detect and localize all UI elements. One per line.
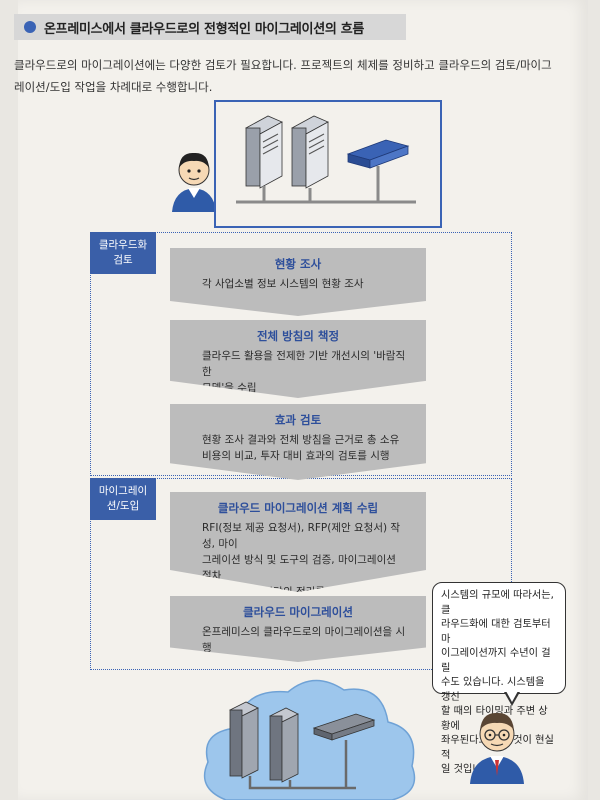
step-description: 각 사업소별 정보 시스템의 현황 조사 bbox=[202, 276, 406, 292]
on-premise-illustration bbox=[214, 100, 442, 228]
step-description: 현황 조사 결과와 전체 방침을 근거로 총 소유 비용의 비교, 투자 대비 … bbox=[202, 432, 406, 464]
step-desc-line: RFI(정보 제공 요청서), RFP(제안 요청서) 작성, 마이 bbox=[202, 522, 401, 550]
step-desc-line: 온프레미스의 클라우드로의 마이그레이션을 시행 bbox=[202, 626, 406, 654]
server-icon bbox=[229, 701, 259, 779]
server-icon bbox=[245, 115, 283, 189]
bubble-line: 할 때의 타이밍과 주변 상황에 bbox=[441, 706, 548, 732]
step-description: 온프레미스의 클라우드로의 마이그레이션을 시행 bbox=[202, 624, 406, 656]
speech-bubble: 시스템의 규모에 따라서는, 클 라우드화에 대한 검토부터 마 이그레이션까지… bbox=[432, 582, 566, 775]
section-tag-review: 클라우드화 검토 bbox=[90, 232, 156, 274]
bubble-line: 수도 있습니다. 시스템을 갱신 bbox=[441, 677, 545, 703]
step-title: 클라우드 마이그레이션 bbox=[243, 605, 353, 619]
tag-line: 마이그레이 bbox=[98, 485, 148, 497]
step-arrow: 효과 검토 현황 조사 결과와 전체 방침을 근거로 총 소유 비용의 비교, … bbox=[170, 404, 426, 480]
section-tag-migration: 마이그레이 션/도입 bbox=[90, 478, 156, 520]
server-group bbox=[236, 115, 416, 204]
bubble-line: 시스템의 규모에 따라서는, 클 bbox=[441, 590, 554, 616]
section-title: 온프레미스에서 클라우드로의 전형적인 마이그레이션의 흐름 bbox=[44, 21, 365, 37]
step-desc-line: 현황 조사 결과와 전체 방침을 근거로 총 소유 bbox=[202, 434, 400, 446]
network-cables bbox=[236, 166, 416, 204]
step-title: 현황 조사 bbox=[274, 257, 322, 271]
person-icon bbox=[470, 712, 524, 784]
step-arrow: 클라우드 마이그레이션 계획 수립 RFI(정보 제공 요청서), RFP(제안… bbox=[170, 492, 426, 592]
tag-line: 션/도입 bbox=[106, 500, 140, 512]
network-switch-icon bbox=[312, 713, 376, 741]
person-icon bbox=[172, 152, 216, 212]
bubble-line: 일 것입니다. bbox=[441, 764, 495, 775]
intro-line-2: 레이션/도입 작업을 차례대로 수행합니다. bbox=[14, 80, 213, 94]
bubble-tail-inner bbox=[506, 691, 518, 702]
bullet-icon bbox=[24, 21, 36, 33]
network-switch-icon bbox=[346, 139, 410, 169]
intro-paragraph: 클라우드로의 마이그레이션에는 다양한 검토가 필요합니다. 프로젝트의 체제를… bbox=[14, 54, 574, 98]
tag-line: 검토 bbox=[113, 254, 133, 266]
step-desc-line: 각 사업소별 정보 시스템의 현황 조사 bbox=[202, 278, 364, 290]
step-title: 전체 방침의 책정 bbox=[256, 329, 340, 343]
step-arrow: 현황 조사 각 사업소별 정보 시스템의 현황 조사 bbox=[170, 248, 426, 316]
step-arrow: 전체 방침의 책정 클라우드 활용을 전제한 기반 개선시의 '바람직한 모델'… bbox=[170, 320, 426, 398]
cloud-icon bbox=[203, 679, 416, 800]
step-title: 클라우드 마이그레이션 계획 수립 bbox=[217, 501, 379, 515]
server-icon bbox=[269, 707, 299, 783]
step-title: 효과 검토 bbox=[274, 413, 322, 427]
bubble-line: 이그레이션까지 수년이 걸릴 bbox=[441, 648, 551, 674]
server-icon bbox=[291, 115, 329, 189]
tag-line: 클라우드화 bbox=[98, 239, 148, 251]
bubble-line: 라우드화에 대한 검토부터 마 bbox=[441, 619, 551, 645]
step-desc-line: 클라우드 활용을 전제한 기반 개선시의 '바람직한 bbox=[202, 350, 406, 378]
network-cables bbox=[248, 740, 356, 790]
step-arrow: 클라우드 마이그레이션 온프레미스의 클라우드로의 마이그레이션을 시행 bbox=[170, 596, 426, 662]
step-desc-line: 비용의 비교, 투자 대비 효과의 검토를 시행 bbox=[202, 450, 390, 462]
intro-line-1: 클라우드로의 마이그레이션에는 다양한 검토가 필요합니다. 프로젝트의 체제를… bbox=[14, 58, 552, 72]
section-header: 온프레미스에서 클라우드로의 전형적인 마이그레이션의 흐름 bbox=[14, 14, 406, 40]
